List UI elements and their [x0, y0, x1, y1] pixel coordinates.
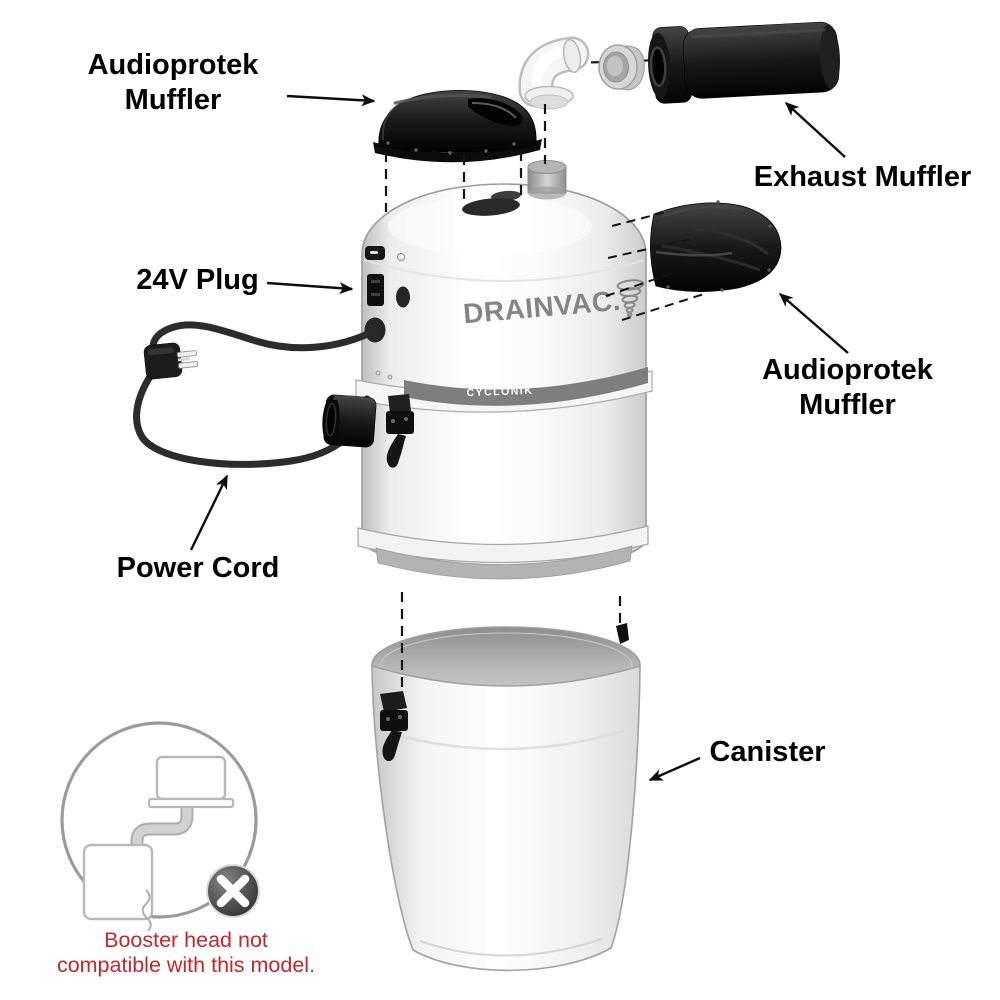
plug-24v-port — [367, 274, 384, 306]
arrow-audioprotek-top — [286, 94, 376, 107]
canister-bucket — [371, 623, 641, 972]
callout-line: Muffler — [124, 84, 222, 116]
exhaust-muffler-part — [647, 21, 841, 104]
callout-line: Power Cord — [116, 552, 280, 584]
booster-incompatible-icon — [60, 721, 260, 932]
callout-audioprotek-top: Audioprotek Muffler — [48, 48, 298, 118]
callout-24v-plug: 24V Plug — [125, 263, 270, 298]
exhaust-port — [527, 160, 567, 200]
callout-line: Audioprotek — [762, 354, 933, 386]
notice-line: Booster head not — [104, 928, 268, 952]
assembly-dashed-lines-side — [605, 211, 705, 321]
intake-port — [322, 394, 377, 448]
canister-clip — [616, 623, 629, 644]
power-switch-mark — [370, 251, 378, 254]
unit-latch — [386, 394, 414, 468]
assembly-dashed-line — [574, 58, 662, 65]
callout-audioprotek-side: Audioprotek Muffler — [725, 353, 970, 423]
callout-line: Audioprotek — [87, 49, 259, 81]
indicator-led — [397, 253, 405, 261]
assembly-dashed-lines-bottom — [400, 592, 622, 688]
model-band — [404, 367, 648, 406]
main-unit: DRAINVAC. CYCLONIK — [355, 160, 653, 580]
callout-exhaust-muffler: Exhaust Muffler — [740, 160, 985, 195]
canister-latch — [380, 691, 408, 762]
arrow-exhaust-muffler — [784, 101, 846, 158]
callout-line: Canister — [709, 736, 826, 768]
arrow-24v-plug — [266, 281, 354, 295]
bottom-base-ring — [375, 545, 633, 580]
x-icon — [206, 864, 260, 918]
pipe-coupling-part — [598, 44, 645, 91]
tornado-icon — [616, 279, 645, 318]
booster-head-shape — [155, 755, 227, 801]
plug-prong — [178, 361, 199, 369]
callout-canister: Canister — [700, 735, 835, 770]
utility-inlet — [396, 286, 410, 308]
callout-line: 24V Plug — [136, 264, 259, 296]
audioprotek-side-muffler-part — [650, 200, 782, 292]
audioprotek-top-muffler-part — [373, 90, 542, 163]
incompatibility-notice: Booster head not compatible with this mo… — [30, 928, 342, 978]
unit-shape — [82, 843, 154, 921]
model-band-label: CYCLONIK — [466, 385, 533, 399]
plug-prong — [176, 350, 197, 358]
bottom-lip — [357, 525, 649, 564]
power-plug — [143, 342, 199, 380]
notice-line: compatible with this model. — [56, 953, 316, 977]
callout-line: Muffler — [799, 389, 896, 421]
callout-power-cord: Power Cord — [108, 551, 288, 586]
arrow-canister — [648, 756, 701, 782]
exhaust-elbow-part — [518, 36, 590, 110]
assembly-dashed-lines-top — [384, 104, 547, 212]
callout-line: Exhaust Muffler — [753, 161, 972, 193]
top-vent-opening — [462, 198, 520, 216]
arrow-audioprotek-side — [778, 293, 849, 354]
arrow-power-cord — [189, 474, 229, 551]
